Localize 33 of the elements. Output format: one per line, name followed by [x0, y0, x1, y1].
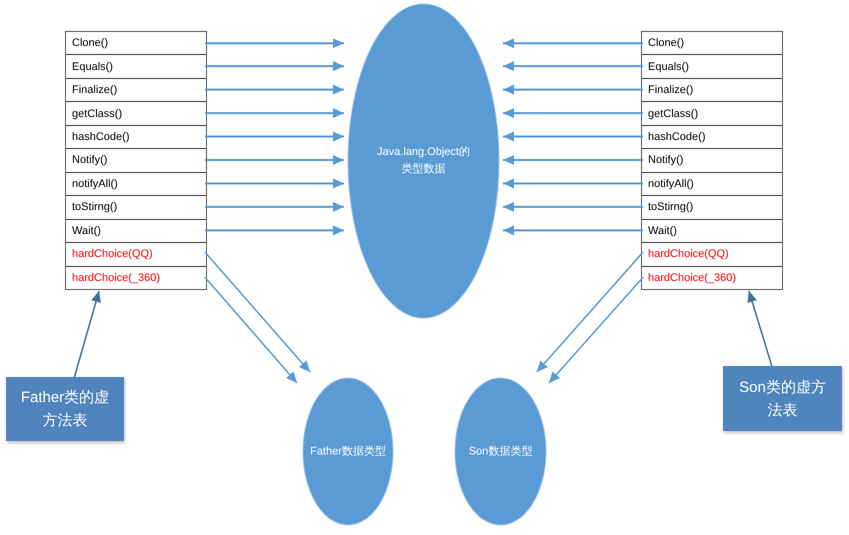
method-table	[641, 31, 783, 290]
method-row: hashCode()	[66, 124, 206, 148]
method-row: Finalize()	[66, 78, 206, 102]
title-panel: Son类的虚方法表	[723, 366, 842, 431]
arrow	[204, 252, 311, 372]
arrow	[503, 61, 643, 72]
arrow	[205, 178, 344, 188]
arrow	[503, 132, 643, 142]
method-table	[65, 31, 207, 290]
arrow	[205, 108, 344, 118]
arrow	[205, 225, 344, 236]
arrow	[503, 84, 643, 95]
arrow	[205, 84, 344, 95]
arrow	[503, 155, 643, 165]
arrow	[205, 38, 344, 48]
arrow	[205, 61, 344, 72]
arrow	[205, 202, 344, 212]
method-row: hashCode()	[642, 124, 782, 148]
arrow	[503, 178, 643, 188]
arrow	[74, 290, 101, 378]
arrow	[205, 155, 344, 165]
arrow	[503, 202, 643, 212]
arrow	[503, 108, 643, 118]
method-row: Finalize()	[642, 78, 782, 102]
node-text: Java.lang.Object的类型数据	[376, 145, 471, 177]
node-text: Father数据类型	[309, 444, 387, 459]
arrow	[204, 276, 298, 384]
arrow	[747, 290, 772, 366]
arrow	[503, 38, 643, 48]
arrow	[205, 132, 344, 142]
node-text: Son数据类型	[468, 444, 534, 459]
arrow	[503, 225, 643, 236]
title-panel: Father类的虚方法表	[6, 377, 124, 441]
